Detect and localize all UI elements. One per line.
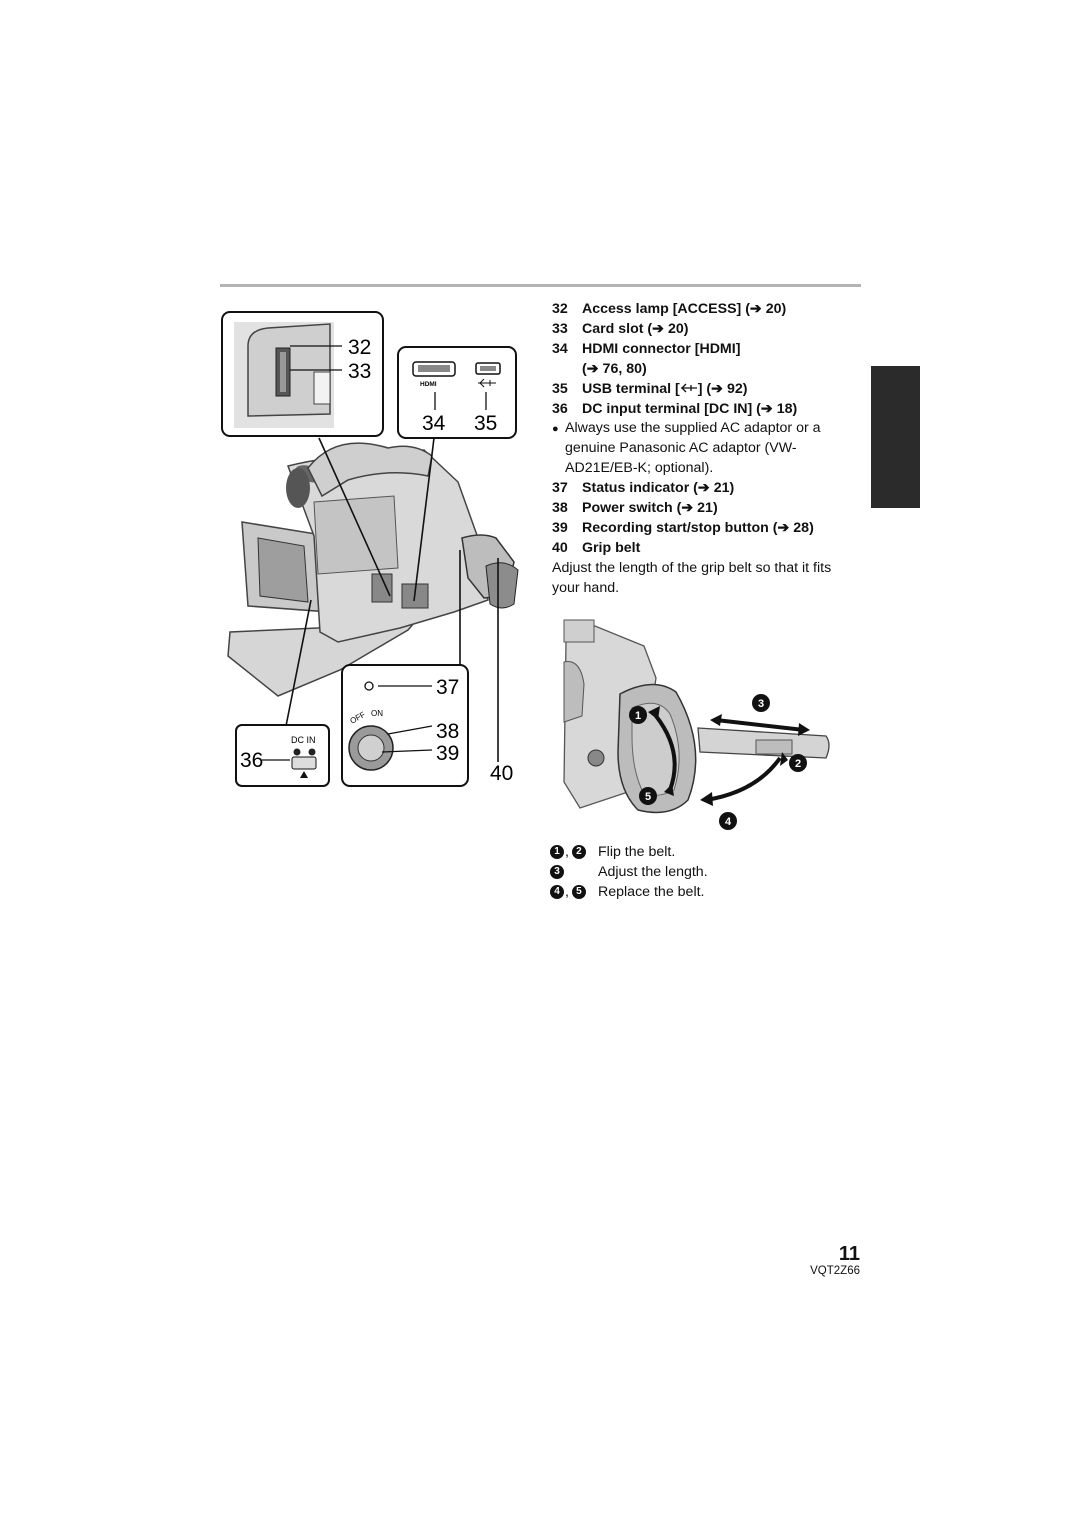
list-item: 40 Grip belt <box>552 539 862 559</box>
callout-40: 40 <box>490 762 513 785</box>
callout-37: 37 <box>436 676 459 699</box>
note: ● Always use the supplied AC adaptor or a… <box>552 419 862 479</box>
grip-belt-figure: 1 2 3 4 5 <box>563 619 830 830</box>
step-text: Adjust the length. <box>598 864 708 880</box>
item-number: 34 <box>552 340 568 357</box>
step-text: Flip the belt. <box>598 844 676 860</box>
step-markers: 1,2 <box>550 842 598 862</box>
belt-marker-4: 4 <box>725 816 732 828</box>
item-number: 35 <box>552 380 568 397</box>
connector-inset: HDMI 34 35 <box>397 346 517 439</box>
item-number: 37 <box>552 480 568 497</box>
step-text: Replace the belt. <box>598 884 705 900</box>
document-code: VQT2Z66 <box>810 1265 860 1277</box>
item-number: 33 <box>552 320 568 337</box>
usb-symbol-icon <box>478 378 496 388</box>
item-number: 32 <box>552 301 568 317</box>
item-number: 38 <box>552 500 568 517</box>
parts-list: 32 Access lamp [ACCESS] (➔ 20) 33 Card slot… <box>552 300 862 599</box>
card-slot-inset: 32 33 <box>221 311 384 437</box>
belt-marker-5: 5 <box>645 791 651 803</box>
step-marker-icon: 4 <box>550 885 564 899</box>
switch-on-label: ON <box>371 709 383 718</box>
item-number: 39 <box>552 519 568 536</box>
item-text: Grip belt <box>582 539 641 556</box>
dc-in-label: DC IN <box>291 735 316 745</box>
item-text-post: ] (➔ 92) <box>697 380 748 397</box>
page-number: 11 <box>838 1243 860 1265</box>
item-text: Power switch (➔ 21) <box>582 500 718 517</box>
list-item-continuation: (➔ 76, 80) <box>582 360 647 377</box>
header-rule <box>220 284 861 287</box>
belt-marker-2: 2 <box>795 758 801 770</box>
step-markers: 3 <box>550 865 598 879</box>
list-item: 37 Status indicator (➔ 21) <box>552 479 862 499</box>
callout-35: 35 <box>474 412 497 435</box>
description-paragraph: Adjust the length of the grip belt so th… <box>552 559 832 596</box>
list-item: 39 Recording start/stop button (➔ 28) <box>552 519 862 539</box>
item-text: Status indicator (➔ 21) <box>582 480 735 497</box>
list-item: 34 HDMI connector [HDMI] <box>552 340 862 360</box>
dc-in-inset: DC IN 36 <box>235 724 330 787</box>
section-tab <box>871 366 920 508</box>
callout-32: 32 <box>348 336 371 359</box>
callout-38: 38 <box>436 720 459 743</box>
bullet-icon: ● <box>552 423 559 436</box>
belt-marker-3: 3 <box>758 698 764 710</box>
item-text: USB terminal [ ] (➔ 92) <box>582 380 748 400</box>
callout-33: 33 <box>348 360 371 383</box>
item-text: DC input terminal [DC IN] (➔ 18) <box>582 400 798 417</box>
usb-icon <box>680 383 697 393</box>
note-text: Always use the supplied AC adaptor or a … <box>565 420 821 477</box>
list-item: 38 Power switch (➔ 21) <box>552 499 862 519</box>
list-item: 32 Access lamp [ACCESS] (➔ 20) <box>552 300 862 320</box>
camera-rear-figure: 32 33 HDMI 34 35 DC IN <box>221 311 519 787</box>
step-row: 3 Adjust the length. <box>550 862 708 882</box>
item-text: Access lamp [ACCESS] (➔ 20) <box>582 301 787 317</box>
hdmi-label: HDMI <box>420 381 437 388</box>
callout-34: 34 <box>422 412 446 435</box>
item-number: 36 <box>552 400 568 417</box>
callout-39: 39 <box>436 742 459 765</box>
step-marker-icon: 3 <box>550 865 564 879</box>
power-switch-inset: 37 OFF ON 38 39 <box>341 664 469 787</box>
step-marker-icon: 2 <box>571 845 586 859</box>
step-marker-icon: 5 <box>571 885 586 899</box>
camera-body-drawing <box>227 442 519 697</box>
list-item: 35 USB terminal [ ] (➔ 92) <box>552 380 862 400</box>
list-item: 36 DC input terminal [DC IN] (➔ 18) <box>552 400 862 420</box>
status-indicator-icon <box>364 681 374 691</box>
step-markers: 4,5 <box>550 882 598 902</box>
belt-marker-1: 1 <box>635 710 641 722</box>
item-text: Recording start/stop button (➔ 28) <box>582 519 814 536</box>
list-item: 33 Card slot (➔ 20) <box>552 320 862 340</box>
callout-36: 36 <box>240 749 263 772</box>
item-text: HDMI connector [HDMI] <box>582 340 741 357</box>
item-text: Card slot (➔ 20) <box>582 320 689 337</box>
record-button-icon <box>357 734 385 762</box>
step-marker-icon: 1 <box>550 845 564 859</box>
item-number: 40 <box>552 539 568 556</box>
item-text-pre: USB terminal [ <box>582 380 680 397</box>
